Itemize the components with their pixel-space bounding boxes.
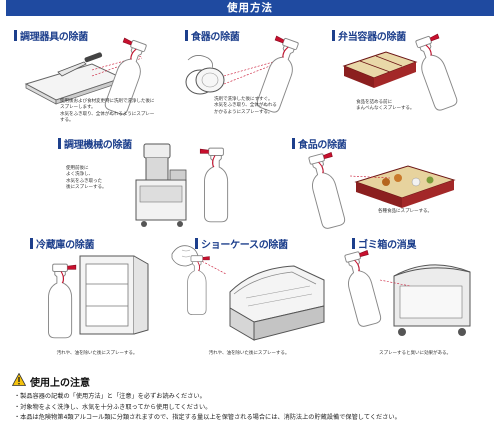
section-title-food: 食品の除菌 [292,136,347,151]
section-desc-utensils: 使用後および食材変更時に洗剤で洗浄した後にスプレーします。 水気をふき取り、全体… [60,99,155,124]
section-desc-bento: 食品を詰める前に まんべんなくスプレーする。 [356,100,415,112]
section-title-refrigerator: 冷蔵庫の除菌 [30,236,95,251]
section-desc-dishes: 洗剤で洗浄した後にすすぐ。 水気をふき取り、全体がぬれる かかるようにスプレーす… [214,97,277,115]
section-title-utensils: 調理器具の除菌 [14,28,88,43]
section-desc-food: 各種食品にスプレーする。 [378,209,432,214]
notes-item: ・製品容器の記載の「使用方法」と「注意」を必ずお読みください。 [14,393,206,400]
trash-bin-illustration [379,264,471,336]
section-desc-trash-bin: スプレーすると臭いに効果がある。 [379,351,451,356]
showcase-illustration [229,265,325,341]
spray-bottle-icon [339,248,387,329]
usage-header: 使用方法 [6,0,494,16]
section-desc-machine: 使用前後に よく洗浄し、 水気をふき取った 後にスプレーする。 [66,166,107,191]
notes-item: ・対象物をよく洗浄し、水気を十分ふき取ってから使用してください。 [14,403,212,411]
warning-icon [12,373,26,386]
notes-title: 使用上の注意 [30,378,90,389]
notes-item: ・本品は危険物第4類アルコール類に分類されますので、指定する量以上を保管される場… [14,414,401,421]
bento-box-illustration [342,51,418,88]
refrigerator-illustration [79,255,149,335]
kitchen-machine-illustration [135,143,187,227]
spray-bottle-icon [303,150,351,231]
notes-list: ・製品容器の記載の「使用方法」と「注意」を必ずお読みください。 ・対象物をよく洗… [14,392,498,424]
section-title-machine: 調理機械の除菌 [58,136,132,151]
section-desc-showcase: 汚れや、油を除いた後にスプレーする。 [208,351,290,356]
spray-bottle-icon [187,255,210,316]
section-desc-refrigerator: 汚れや、油を除いた後にスプレーする。 [56,351,138,356]
spray-bottle-icon [199,147,229,223]
section-title-trash-bin: ゴミ箱の消臭 [352,236,417,251]
bento-food-illustration [349,165,456,208]
spray-bottle-icon [47,263,77,339]
section-title-dishes: 食器の除菌 [185,28,240,43]
usage-header-title: 使用方法 [227,2,273,14]
section-title-bento: 弁当容器の除菌 [332,28,406,43]
section-title-showcase: ショーケースの除菌 [195,236,288,251]
